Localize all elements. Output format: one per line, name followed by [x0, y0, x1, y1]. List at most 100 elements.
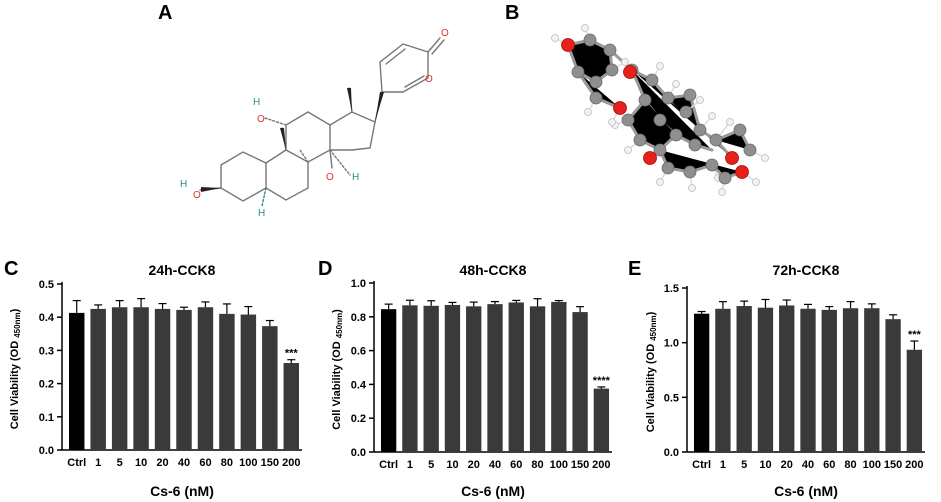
x-tick-label: 10	[446, 459, 458, 471]
bar-ctrl	[693, 313, 710, 452]
bar-5	[111, 307, 128, 450]
chart-title: 72h-CCK8	[773, 262, 840, 278]
y-tick-label: 0.2	[351, 413, 366, 425]
x-tick-label: 150	[261, 457, 279, 469]
wedge-bond-icon	[201, 187, 221, 192]
y-tick-label: 0.2	[39, 379, 54, 391]
bar-200	[593, 388, 610, 452]
bar-40	[176, 309, 192, 450]
x-tick-label: 80	[844, 459, 856, 471]
bar-200	[906, 349, 923, 452]
x-tick-label: 80	[221, 457, 233, 469]
bar-ctrl	[69, 312, 85, 450]
y-tick-label: 0.3	[39, 345, 54, 357]
atom-oxygen-ring: O	[425, 74, 433, 85]
atom-hydrogen-oh11: H	[253, 97, 260, 108]
significance-label: ***	[285, 348, 299, 360]
y-axis-label: Cell Viability (OD 450nm)	[331, 309, 344, 430]
x-tick-label: 150	[571, 459, 589, 471]
x-tick-label: 100	[550, 459, 568, 471]
molecule-structure-3d	[551, 24, 769, 196]
bar-80	[529, 306, 546, 452]
bar-1	[90, 308, 106, 450]
x-tick-label: Ctrl	[67, 457, 86, 469]
y-tick-label: 1.5	[664, 283, 679, 295]
wedge-bond-icon	[347, 88, 352, 112]
x-tick-label: Ctrl	[379, 459, 398, 471]
chart-title: 48h-CCK8	[460, 262, 527, 278]
y-tick-label: 1.0	[351, 278, 366, 290]
bar-100	[864, 308, 880, 452]
x-tick-label: 10	[135, 457, 147, 469]
x-tick-label: 1	[407, 459, 413, 471]
x-tick-label: 60	[510, 459, 522, 471]
molecule-structure-2d: O O H O H O O H H	[180, 28, 449, 219]
x-tick-label: 200	[905, 459, 923, 471]
x-tick-label: 5	[117, 457, 123, 469]
atom-hydrogen-oh14: H	[352, 172, 359, 183]
y-tick-label: 1.0	[664, 338, 679, 350]
panel-label-a: A	[158, 2, 173, 24]
x-tick-label: 1	[95, 457, 101, 469]
wedge-bond-icon	[375, 92, 384, 122]
atom-hydrogen-5: H	[258, 208, 265, 219]
bar-10	[444, 304, 461, 452]
panel-label-b: B	[505, 2, 520, 24]
bar-ctrl	[380, 309, 397, 452]
bar-60	[821, 309, 837, 452]
bar-150	[885, 319, 901, 452]
bar-20	[779, 305, 795, 452]
x-tick-label: 60	[199, 457, 211, 469]
x-tick-label: 20	[156, 457, 168, 469]
x-axis-label: Cs-6 (nM)	[774, 483, 838, 499]
y-tick-label: 0.0	[664, 447, 679, 459]
x-axis-label: Cs-6 (nM)	[461, 483, 525, 499]
x-tick-label: 10	[759, 459, 771, 471]
bar-1	[715, 308, 731, 452]
x-tick-label: 150	[884, 459, 902, 471]
y-tick-label: 0.5	[664, 392, 679, 404]
x-tick-label: Ctrl	[692, 459, 711, 471]
y-tick-label: 0.8	[351, 312, 366, 324]
significance-label: ****	[593, 375, 611, 387]
x-axis-label: Cs-6 (nM)	[150, 483, 214, 499]
panel-label-e: E	[628, 258, 642, 280]
bar-80	[842, 308, 859, 452]
bar-80	[219, 313, 235, 450]
atom-oxygen-oh3: O	[193, 190, 201, 201]
atom-hydrogen-oh3: H	[180, 179, 187, 190]
y-tick-label: 0.0	[351, 447, 366, 459]
bar-200	[283, 363, 299, 450]
y-tick-label: 0.0	[39, 445, 54, 457]
x-tick-label: 5	[741, 459, 747, 471]
x-tick-label: 200	[592, 459, 610, 471]
x-tick-label: 40	[489, 459, 501, 471]
x-tick-label: 100	[239, 457, 257, 469]
x-tick-label: 5	[428, 459, 434, 471]
x-tick-label: 100	[863, 459, 881, 471]
y-tick-label: 0.4	[39, 312, 55, 324]
bar-20	[466, 306, 482, 452]
x-tick-label: 20	[781, 459, 793, 471]
y-tick-label: 0.6	[351, 346, 366, 358]
bar-1	[402, 305, 418, 452]
x-tick-label: 20	[468, 459, 480, 471]
wedge-bond-icon	[280, 128, 286, 150]
chart-title: 24h-CCK8	[149, 262, 216, 278]
atom-oxygen-oh11: O	[257, 114, 265, 125]
x-tick-label: 40	[802, 459, 814, 471]
bar-5	[736, 306, 752, 452]
x-tick-label: 1	[720, 459, 726, 471]
bar-150	[572, 312, 588, 452]
y-tick-label: 0.5	[39, 279, 54, 291]
bar-60	[508, 302, 524, 452]
significance-label: ***	[908, 329, 922, 341]
bar-100	[240, 314, 257, 450]
bar-40	[487, 304, 503, 452]
y-tick-label: 0.4	[351, 379, 367, 391]
bar-100	[551, 301, 567, 452]
